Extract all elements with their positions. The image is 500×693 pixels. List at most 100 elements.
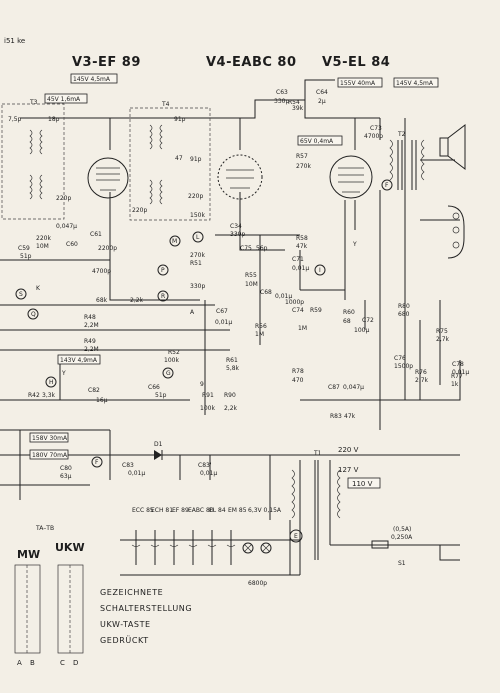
- switch-position-note: GEZEICHNETE SCHALTERSTELLUNG UKW-TASTE G…: [100, 588, 192, 645]
- component-label: 0,01μ: [452, 369, 469, 376]
- terminal-label: Y: [352, 241, 357, 248]
- heater-tube-label: ECC 85: [132, 507, 154, 514]
- component-label: R48: [84, 314, 96, 321]
- component-label: C80: [60, 465, 72, 472]
- heater-capacitor-row: [131, 530, 236, 565]
- component-label: 0,01μ: [200, 470, 217, 477]
- component-label: 0,01μ: [128, 470, 145, 477]
- voltage-box-frame: [44, 93, 88, 104]
- voltage-box: 145V 4,5mA: [396, 80, 434, 87]
- component-label: 91p: [174, 116, 186, 123]
- heater-tube-label: EABC 80: [188, 507, 214, 514]
- output-transformer-t2: [389, 139, 425, 190]
- heater-tube-label: EF 89: [172, 507, 189, 514]
- component-label: R58: [296, 235, 308, 242]
- component-label: R54: [288, 99, 300, 106]
- mains-voltage-label: 127 V: [338, 466, 359, 474]
- component-label: 1k: [451, 381, 459, 388]
- component-label: C63: [276, 89, 288, 96]
- component-label: 0,047μ: [343, 384, 364, 391]
- component-label: 1M: [298, 325, 307, 332]
- terminal-label: F: [95, 459, 99, 466]
- component-label: 470: [292, 377, 304, 384]
- tube-label-v3: V3-EF 89: [72, 55, 141, 70]
- component-label: R90: [224, 392, 236, 399]
- note-line: GEZEICHNETE: [100, 588, 163, 597]
- fuse-label: 0,250A: [391, 534, 413, 541]
- component-label: D1: [154, 441, 163, 448]
- mains-transformer-t1: [291, 460, 341, 560]
- terminal-label: H: [49, 379, 54, 386]
- terminal-markers: S K Q R P M L I H F F E G Y Y: [15, 179, 393, 543]
- component-label: 4700p: [364, 133, 383, 140]
- mains-voltage-selector: 220 V 127 V 110 V (0,5A) 0,250A S1: [338, 446, 413, 567]
- terminal-label: S: [19, 291, 23, 298]
- heater-tube-label: EL 84: [209, 507, 226, 514]
- component-label: 220k: [36, 235, 51, 242]
- mains-voltage-label: 220 V: [338, 446, 359, 454]
- heater-cap-label: 6800p: [248, 580, 267, 587]
- component-label: C66: [148, 384, 160, 391]
- terminal-label: M: [172, 238, 177, 245]
- component-label: 16μ: [96, 397, 108, 404]
- switch-column-label: B: [30, 659, 35, 667]
- component-label: R80: [398, 303, 410, 310]
- component-label: 47k: [296, 243, 308, 250]
- component-label: 68: [343, 318, 351, 325]
- wave-switch: TA–TB MW UKW A B C D: [14, 525, 85, 667]
- component-label: 220p: [56, 195, 71, 202]
- voltage-box: 143V 4,9mA: [60, 357, 98, 364]
- component-label: C67: [216, 308, 228, 315]
- component-label: C60: [66, 241, 78, 248]
- component-label: 1M: [255, 331, 264, 338]
- terminal-circle: [314, 264, 326, 276]
- corner-label: i51 ke: [4, 37, 25, 45]
- fuse-icon: [371, 540, 389, 549]
- component-label: R83: [330, 413, 342, 420]
- pilot-lamp-icon: [242, 542, 272, 554]
- component-label: 5,8k: [226, 365, 240, 372]
- component-label: 68k: [96, 297, 108, 304]
- component-label: 150k: [190, 212, 205, 219]
- terminal-label: K: [36, 285, 41, 292]
- component-label: 2,2M: [84, 322, 99, 329]
- heater-labels: ECC 85 ECH 81 EF 89 EABC 80 EL 84 EM 85 …: [132, 507, 282, 587]
- component-label: C83: [122, 462, 134, 469]
- component-label: 51p: [155, 392, 167, 399]
- voltage-box: 155V 40mA: [340, 80, 376, 87]
- switch-mw-label: MW: [17, 548, 40, 561]
- terminal-label: L: [196, 234, 200, 241]
- terminal-circle: [169, 235, 181, 247]
- note-line: UKW-TASTE: [100, 620, 151, 629]
- voltage-box: 145V 4,5mA: [73, 76, 111, 83]
- switch-column-label: A: [17, 659, 22, 667]
- voltage-box-frame: [70, 73, 118, 84]
- component-label: 39k: [292, 105, 304, 112]
- component-label: C83': [198, 462, 212, 469]
- component-label: 56p: [256, 245, 268, 252]
- component-label: R78: [292, 368, 304, 375]
- component-label: 2,2k: [224, 405, 238, 412]
- terminal-circle: [15, 288, 27, 300]
- component-label: 100μ: [354, 327, 369, 334]
- mains-voltage-label: 110 V: [352, 480, 373, 488]
- switch-column-label: C: [60, 659, 65, 667]
- tube-label-v4: V4-EABC 80: [206, 55, 297, 70]
- tube-v3-symbol: [87, 157, 129, 199]
- component-label: C78: [452, 361, 464, 368]
- component-label: 2,7k: [415, 377, 429, 384]
- component-label: R42: [28, 392, 40, 399]
- component-label: 2μ: [318, 98, 326, 105]
- component-label: 330p: [190, 283, 205, 290]
- component-label: C75: [240, 245, 252, 252]
- component-label: 63μ: [60, 473, 72, 480]
- component-label: T3: [29, 99, 38, 106]
- component-label: R52: [168, 349, 180, 356]
- terminal-label: R: [161, 293, 165, 300]
- terminal-label: G: [166, 370, 171, 377]
- tube-v5-symbol: [329, 155, 373, 199]
- voltage-box-frame: [57, 354, 101, 365]
- voltage-box: 180V 70mA: [32, 452, 68, 459]
- note-line: SCHALTERSTELLUNG: [100, 604, 192, 613]
- component-label: 0,01μ: [215, 319, 232, 326]
